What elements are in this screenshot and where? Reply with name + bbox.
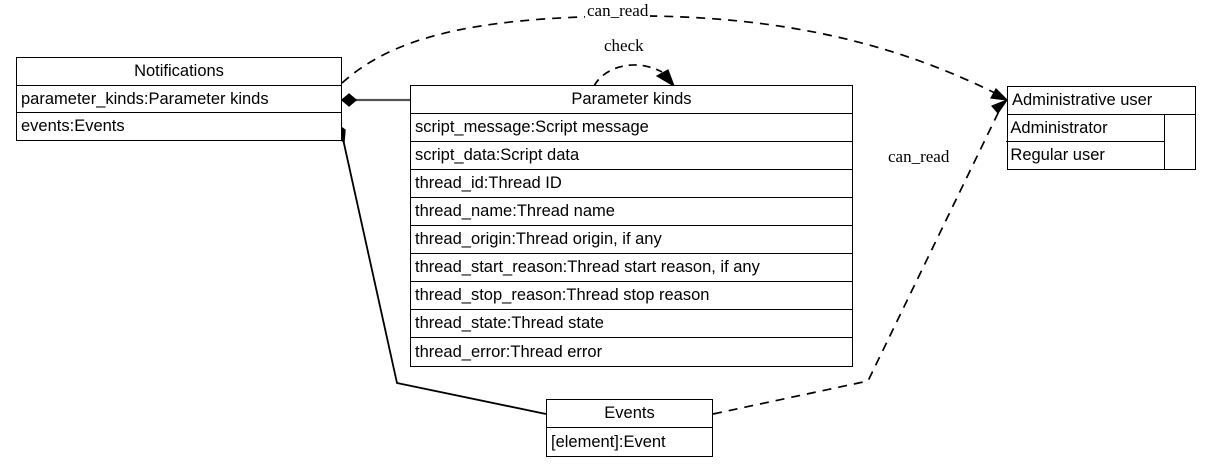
class-attribute: parameter_kinds:Parameter kinds (17, 86, 341, 113)
class-attribute: thread_id:Thread ID (411, 170, 852, 198)
edge-notifications-parameter-kinds (340, 93, 410, 107)
class-attribute: script_data:Script data (411, 142, 852, 170)
filled-diamond-icon (340, 93, 358, 107)
class-attribute: thread_start_reason:Thread start reason,… (411, 254, 852, 282)
class-attribute: events:Events (21, 117, 125, 136)
edge-label-can-read-top: can_read (585, 1, 651, 20)
edge-line (712, 106, 1002, 415)
class-attribute: thread_stop_reason:Thread stop reason (411, 282, 852, 310)
class-box-administrative-user[interactable]: Administrative user Administrator Regula… (1006, 86, 1196, 170)
class-name-parameter-kinds: Parameter kinds (411, 86, 852, 114)
class-attribute: [element]:Event (551, 432, 666, 451)
class-attribute: thread_error:Thread error (415, 342, 603, 361)
edge-label-can-read-bottom: can_read (886, 147, 952, 166)
class-attribute: thread_origin:Thread origin, if any (411, 226, 852, 254)
class-attribute: thread_name:Thread name (411, 198, 852, 226)
class-attribute: thread_state:Thread state (411, 310, 852, 338)
class-box-notifications[interactable]: Notifications parameter_kinds:Parameter … (16, 57, 342, 141)
edge-line (593, 64, 663, 87)
edge-events-administrative-user (712, 98, 1009, 415)
class-name-notifications: Notifications (17, 58, 341, 86)
class-name-events: Events (547, 400, 712, 428)
filled-arrow-icon (655, 69, 676, 88)
filled-arrow-icon (990, 88, 1009, 101)
filled-arrow-icon (990, 98, 1009, 114)
class-attribute: Administrator (1006, 115, 1165, 142)
edge-label-check: check (602, 36, 646, 55)
class-box-parameter-kinds[interactable]: Parameter kinds script_message:Script me… (410, 85, 853, 367)
class-name-administrative-user: Administrative user (1008, 87, 1195, 115)
edge-parameter-kinds-check (593, 64, 676, 88)
class-box-events[interactable]: Events [element]:Event (546, 399, 713, 457)
edge-line (342, 138, 547, 415)
class-attribute: Regular user (1010, 146, 1105, 165)
class-body-administrative-user: Administrator Regular user (1006, 115, 1166, 169)
class-attribute: script_message:Script message (411, 114, 852, 142)
